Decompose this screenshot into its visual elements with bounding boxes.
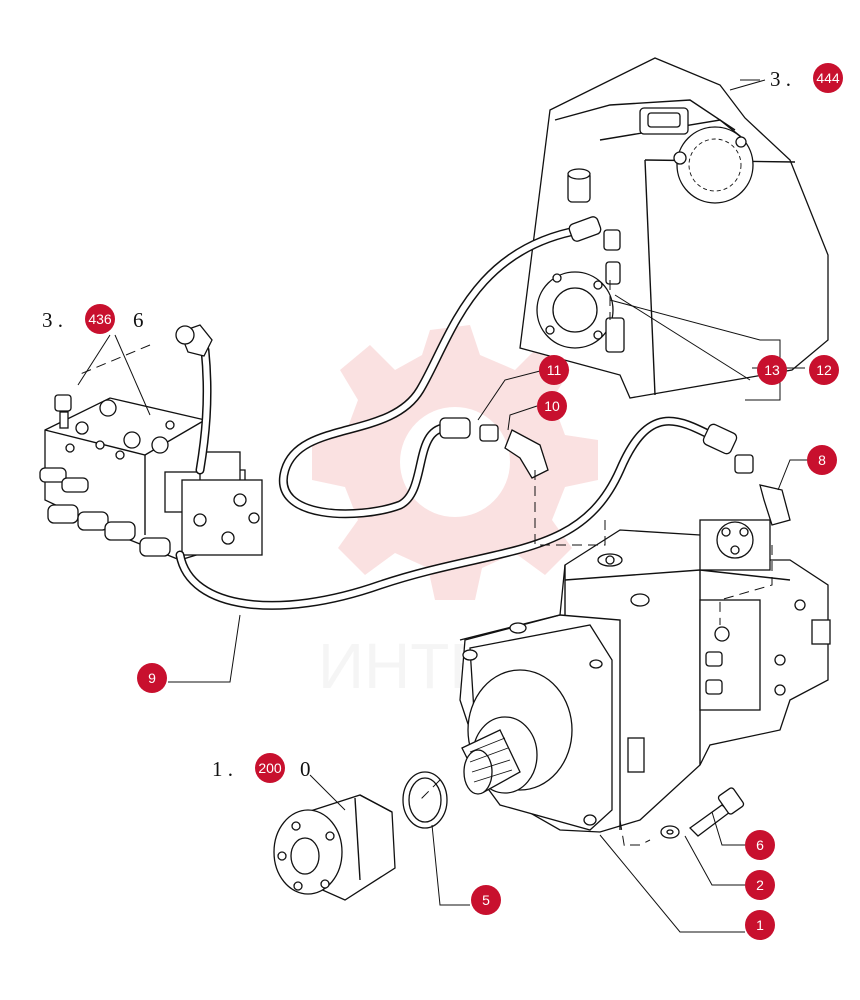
callout-9[interactable]: 9 (137, 663, 167, 693)
coupling (273, 794, 396, 901)
o-ring (402, 771, 448, 829)
callout-6[interactable]: 6 (745, 830, 775, 860)
reference-3444-prefix: 3 . (770, 67, 791, 91)
callout-11-label: 11 (547, 362, 562, 378)
reference-1200-suffix: 0 (300, 757, 311, 781)
callout-1-label: 1 (756, 917, 764, 933)
callout-5[interactable]: 5 (471, 885, 501, 915)
bolt (688, 787, 745, 837)
transmission-housing (519, 57, 829, 399)
callout-10-label: 10 (544, 398, 560, 414)
callout-10[interactable]: 10 (537, 391, 567, 421)
callout-2-label: 2 (756, 877, 764, 893)
guide-lines (77, 280, 773, 851)
callout-5-label: 5 (482, 892, 490, 908)
reference-3436[interactable]: 3 . 436 6 (42, 304, 144, 334)
reference-1200-badge-text: 200 (258, 760, 282, 776)
callout-1[interactable]: 1 (745, 910, 775, 940)
reference-1200-prefix: 1 . (212, 757, 233, 781)
callout-8-label: 8 (818, 452, 826, 468)
callout-13[interactable]: 13 (757, 355, 787, 385)
callout-11[interactable]: 11 (539, 355, 569, 385)
reference-1200[interactable]: 1 . 200 0 (212, 753, 311, 783)
reference-3444-badge-text: 444 (816, 70, 840, 86)
callout-2[interactable]: 2 (745, 870, 775, 900)
badge-color (813, 63, 843, 93)
reference-3436-badge: 436 (85, 304, 115, 334)
callout-13-label: 13 (764, 362, 780, 378)
callout-6-label: 6 (756, 837, 764, 853)
callout-12-label: 12 (816, 362, 832, 378)
washer (660, 825, 680, 839)
callout-9-label: 9 (148, 670, 156, 686)
reference-3436-badge-text: 436 (88, 311, 112, 327)
reference-1200-badge: 200 (255, 753, 285, 783)
leader-lines (77, 79, 808, 933)
reference-3436-suffix: 6 (133, 308, 144, 332)
control-valve (39, 394, 263, 561)
hoses (175, 216, 791, 610)
reference-3436-prefix: 3 . (42, 308, 63, 332)
reference-3444[interactable]: 3 . 444 (770, 63, 843, 93)
callout-12[interactable]: 12 (809, 355, 839, 385)
hydraulic-pump (459, 519, 831, 833)
callout-8[interactable]: 8 (807, 445, 837, 475)
reference-3444-badge: 444 (813, 63, 843, 93)
